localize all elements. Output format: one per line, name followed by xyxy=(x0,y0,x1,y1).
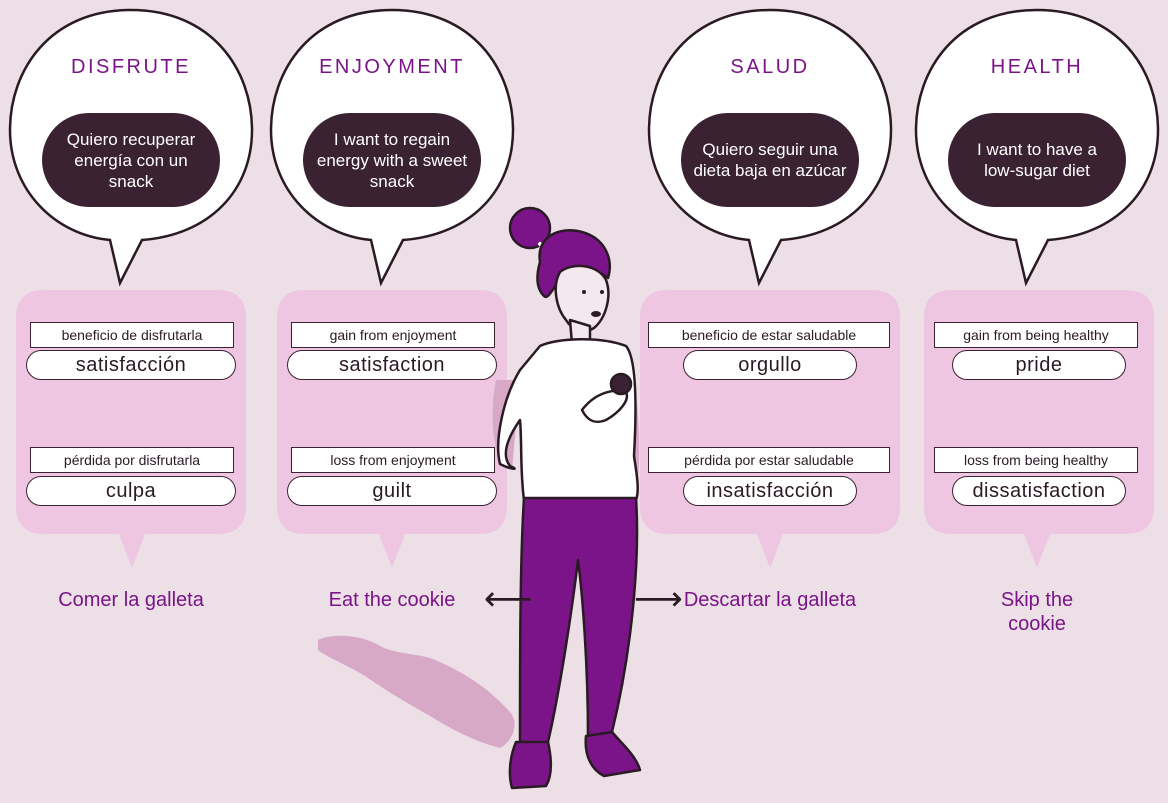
loss-value: dissatisfaction xyxy=(952,476,1126,506)
thought-text: Quiero recuperar energía con un snack xyxy=(42,113,220,207)
action-label: Skip the cookie xyxy=(1000,589,1074,635)
gain-label: beneficio de estar saludable xyxy=(648,322,890,348)
person-figure xyxy=(492,206,642,790)
column-title: DISFRUTE xyxy=(71,56,191,78)
gain-value: satisfacción xyxy=(26,350,236,380)
gain-value: orgullo xyxy=(683,350,857,380)
arrow-left-icon: ⟵ xyxy=(484,580,533,618)
figure-shadow xyxy=(318,635,515,748)
gain-label: gain from being healthy xyxy=(934,322,1138,348)
loss-label: pérdida por estar saludable xyxy=(648,447,890,473)
thought-text: Quiero seguir una dieta baja en azúcar xyxy=(681,113,859,207)
column-title: HEALTH xyxy=(990,56,1084,78)
gain-label: gain from enjoyment xyxy=(291,322,495,348)
loss-value: culpa xyxy=(26,476,236,506)
column-health: HEALTH I want to have a low-sugar diet g… xyxy=(916,0,1158,803)
column-title: ENJOYMENT xyxy=(319,56,465,78)
column-disfrute: DISFRUTE Quiero recuperar energía con un… xyxy=(10,0,252,803)
gain-value: satisfaction xyxy=(287,350,497,380)
arrow-right-icon: ⟶ xyxy=(634,580,683,618)
loss-label: pérdida por disfrutarla xyxy=(30,447,234,473)
column-salud: SALUD Quiero seguir una dieta baja en az… xyxy=(648,0,891,803)
action-label: Eat the cookie xyxy=(328,589,456,611)
loss-value: guilt xyxy=(287,476,497,506)
action-label: Descartar la galleta xyxy=(683,589,857,611)
loss-label: loss from enjoyment xyxy=(291,447,495,473)
loss-label: loss from being healthy xyxy=(934,447,1138,473)
loss-value: insatisfacción xyxy=(683,476,857,506)
column-title: SALUD xyxy=(730,56,810,78)
thought-text: I want to have a low-sugar diet xyxy=(948,113,1126,207)
column-enjoyment: ENJOYMENT I want to regain energy with a… xyxy=(271,0,513,803)
thought-text: I want to regain energy with a sweet sna… xyxy=(303,113,481,207)
action-label: Comer la galleta xyxy=(58,589,204,611)
gain-label: beneficio de disfrutarla xyxy=(30,322,234,348)
gain-value: pride xyxy=(952,350,1126,380)
